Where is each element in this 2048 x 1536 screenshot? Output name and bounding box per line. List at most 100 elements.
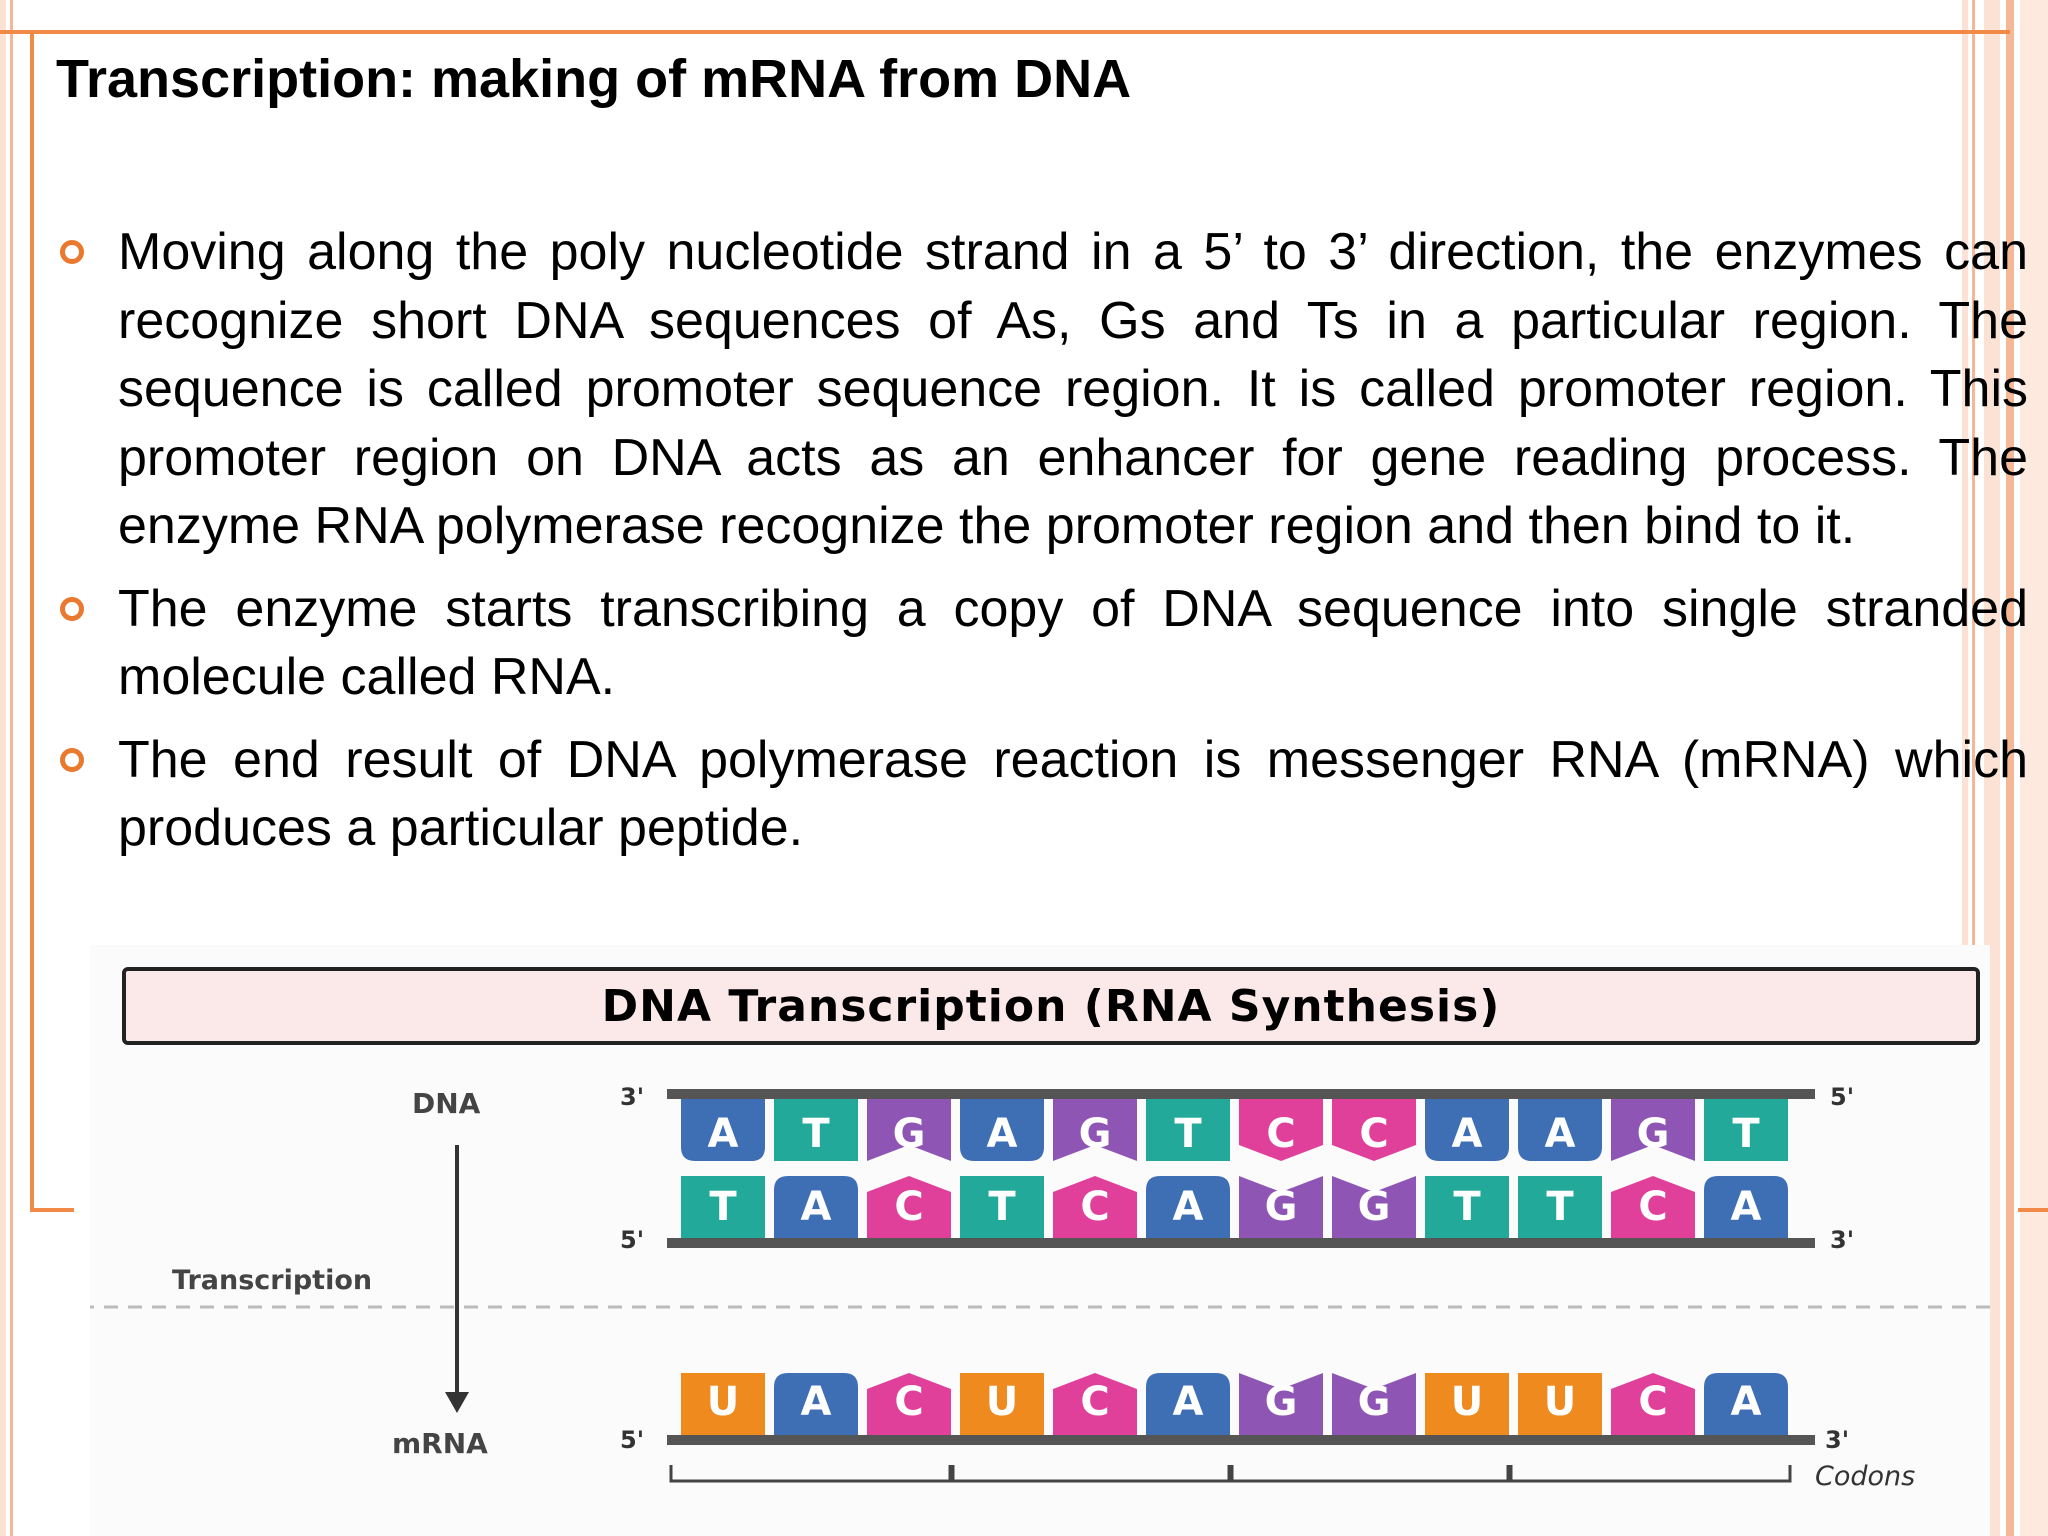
base-letter: A bbox=[1173, 1184, 1204, 1230]
strand-end-label: 3' bbox=[1825, 1426, 1849, 1454]
codon-bracket bbox=[1227, 1465, 1513, 1483]
diagram-title: DNA Transcription (RNA Synthesis) bbox=[601, 980, 1501, 1032]
bullet-item: Moving along the poly nucleotide strand … bbox=[56, 218, 2028, 561]
dna-bottom-backbone bbox=[667, 1238, 1815, 1248]
base-letter: T bbox=[709, 1184, 737, 1230]
base-letter: T bbox=[1174, 1111, 1202, 1157]
arrow-head-icon bbox=[445, 1392, 469, 1413]
decorative-stripe bbox=[1972, 0, 1975, 1536]
transcription-label: Transcription bbox=[172, 1265, 373, 1296]
base-letter: A bbox=[1173, 1379, 1204, 1425]
base-u-mrna bbox=[960, 1373, 1044, 1435]
bullet-text: Moving along the poly nucleotide strand … bbox=[118, 223, 2028, 555]
base-g-mrna bbox=[1239, 1373, 1323, 1435]
base-letter: G bbox=[1265, 1379, 1298, 1425]
bullet-text: The end result of DNA polymerase reactio… bbox=[118, 730, 2028, 858]
base-letter: T bbox=[1453, 1184, 1481, 1230]
base-letter: A bbox=[708, 1111, 739, 1157]
strand-end-label: 5' bbox=[1830, 1083, 1854, 1111]
base-letter: U bbox=[1451, 1379, 1483, 1425]
base-letter: T bbox=[802, 1111, 830, 1157]
base-g-dna-bottom bbox=[1239, 1176, 1323, 1238]
base-g-dna-bottom bbox=[1332, 1176, 1416, 1238]
base-c-dna-top bbox=[1239, 1099, 1323, 1161]
base-letter: T bbox=[1546, 1184, 1574, 1230]
slide-frame-bottom-right bbox=[2018, 1208, 2048, 1212]
decorative-stripe bbox=[2020, 0, 2048, 1536]
base-a-mrna bbox=[1704, 1373, 1788, 1435]
base-a-dna-bottom bbox=[1146, 1176, 1230, 1238]
base-a-mrna bbox=[1146, 1373, 1230, 1435]
base-c-mrna bbox=[1611, 1373, 1695, 1435]
base-letter: G bbox=[1637, 1111, 1670, 1157]
base-letter: G bbox=[1358, 1184, 1391, 1230]
codon-brackets bbox=[669, 1465, 1792, 1483]
base-letter: C bbox=[1359, 1111, 1388, 1157]
base-letter: U bbox=[986, 1379, 1018, 1425]
base-letter: C bbox=[1638, 1184, 1667, 1230]
bullet-item: The end result of DNA polymerase reactio… bbox=[56, 726, 2028, 863]
base-a-dna-top bbox=[960, 1099, 1044, 1161]
base-letter: U bbox=[707, 1379, 739, 1425]
bullet-circle-icon bbox=[60, 240, 84, 264]
base-a-dna-bottom bbox=[774, 1176, 858, 1238]
bullet-item: The enzyme starts transcribing a copy of… bbox=[56, 575, 2028, 712]
codon-bracket bbox=[1506, 1465, 1792, 1483]
slide-frame-top bbox=[0, 30, 2010, 34]
base-letter: C bbox=[894, 1379, 923, 1425]
base-letter: G bbox=[1265, 1184, 1298, 1230]
base-letter: G bbox=[1079, 1111, 1112, 1157]
base-letter: T bbox=[988, 1184, 1016, 1230]
base-t-dna-bottom bbox=[681, 1176, 765, 1238]
base-letter: A bbox=[1452, 1111, 1483, 1157]
base-letter: A bbox=[1731, 1379, 1762, 1425]
mrna-backbone bbox=[667, 1435, 1815, 1445]
base-letter: U bbox=[1544, 1379, 1576, 1425]
bullet-circle-icon bbox=[60, 596, 84, 621]
base-c-dna-bottom bbox=[1053, 1176, 1137, 1238]
slide-title: Transcription: making of mRNA from DNA bbox=[56, 49, 1132, 109]
base-a-mrna bbox=[774, 1373, 858, 1435]
base-t-dna-top bbox=[1146, 1099, 1230, 1161]
base-letter: A bbox=[987, 1111, 1018, 1157]
decorative-stripe bbox=[10, 0, 13, 1536]
diagram-title-box: DNA Transcription (RNA Synthesis) bbox=[122, 967, 1980, 1045]
base-letter: A bbox=[1545, 1111, 1576, 1157]
transcription-diagram: DNA Transcription (RNA Synthesis) DNA Tr… bbox=[90, 945, 1990, 1536]
codon-bracket bbox=[669, 1465, 955, 1483]
base-letter: G bbox=[893, 1111, 926, 1157]
bullet-list: Moving along the poly nucleotide strand … bbox=[56, 218, 2028, 877]
base-a-dna-bottom bbox=[1704, 1176, 1788, 1238]
base-letter: A bbox=[801, 1184, 832, 1230]
base-letter: A bbox=[801, 1379, 832, 1425]
base-t-dna-bottom bbox=[1518, 1176, 1602, 1238]
base-c-dna-bottom bbox=[867, 1176, 951, 1238]
base-a-dna-top bbox=[1518, 1099, 1602, 1161]
base-g-dna-top bbox=[1053, 1099, 1137, 1161]
base-g-dna-top bbox=[1611, 1099, 1695, 1161]
base-a-dna-top bbox=[681, 1099, 765, 1161]
strand-end-label: 3' bbox=[620, 1083, 644, 1111]
base-g-mrna bbox=[1332, 1373, 1416, 1435]
base-t-dna-bottom bbox=[1425, 1176, 1509, 1238]
base-t-dna-top bbox=[774, 1099, 858, 1161]
base-c-dna-top bbox=[1332, 1099, 1416, 1161]
codon-bracket bbox=[948, 1465, 1234, 1483]
base-t-dna-bottom bbox=[960, 1176, 1044, 1238]
base-letter: C bbox=[1080, 1184, 1109, 1230]
base-letter: C bbox=[1080, 1379, 1109, 1425]
decorative-stripe bbox=[1962, 0, 1968, 1536]
decorative-stripe bbox=[2006, 0, 2014, 1536]
strand-end-label: 5' bbox=[620, 1226, 644, 1254]
base-u-mrna bbox=[1425, 1373, 1509, 1435]
bullet-circle-icon bbox=[60, 747, 84, 772]
base-a-dna-top bbox=[1425, 1099, 1509, 1161]
base-g-dna-top bbox=[867, 1099, 951, 1161]
base-t-dna-top bbox=[1704, 1099, 1788, 1161]
base-c-mrna bbox=[1053, 1373, 1137, 1435]
base-c-mrna bbox=[867, 1373, 951, 1435]
base-letter: T bbox=[1732, 1111, 1760, 1157]
codons-label: Codons bbox=[1815, 1461, 1915, 1492]
